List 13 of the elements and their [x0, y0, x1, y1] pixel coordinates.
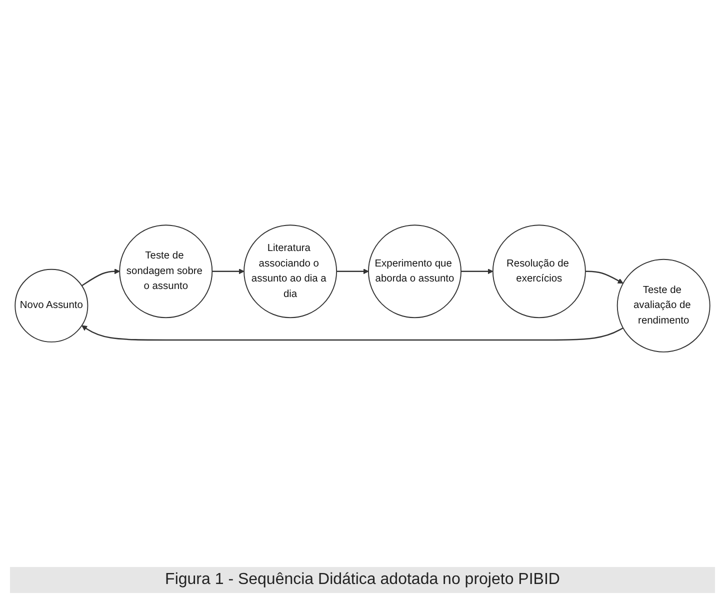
node-circle: Teste de sondagem sobre o assunto [119, 224, 213, 318]
node-circle: Resolução de exercícios [492, 224, 586, 318]
node-circle: Literatura associando o assunto ao dia a dia [244, 224, 338, 318]
arrow [585, 270, 624, 284]
node-circle: Novo Assunto [14, 268, 88, 342]
arrow [82, 325, 624, 341]
arrow [336, 268, 369, 274]
node-circle: Experimento que aborda o assunto [368, 224, 462, 318]
node-circle: Teste de avaliação de rendimento [616, 258, 710, 352]
figure-caption: Figura 1 - Sequência Didática adotada no projeto PIBID [10, 567, 715, 593]
arrow [81, 268, 120, 286]
arrow [461, 268, 494, 274]
arrow [212, 268, 244, 274]
